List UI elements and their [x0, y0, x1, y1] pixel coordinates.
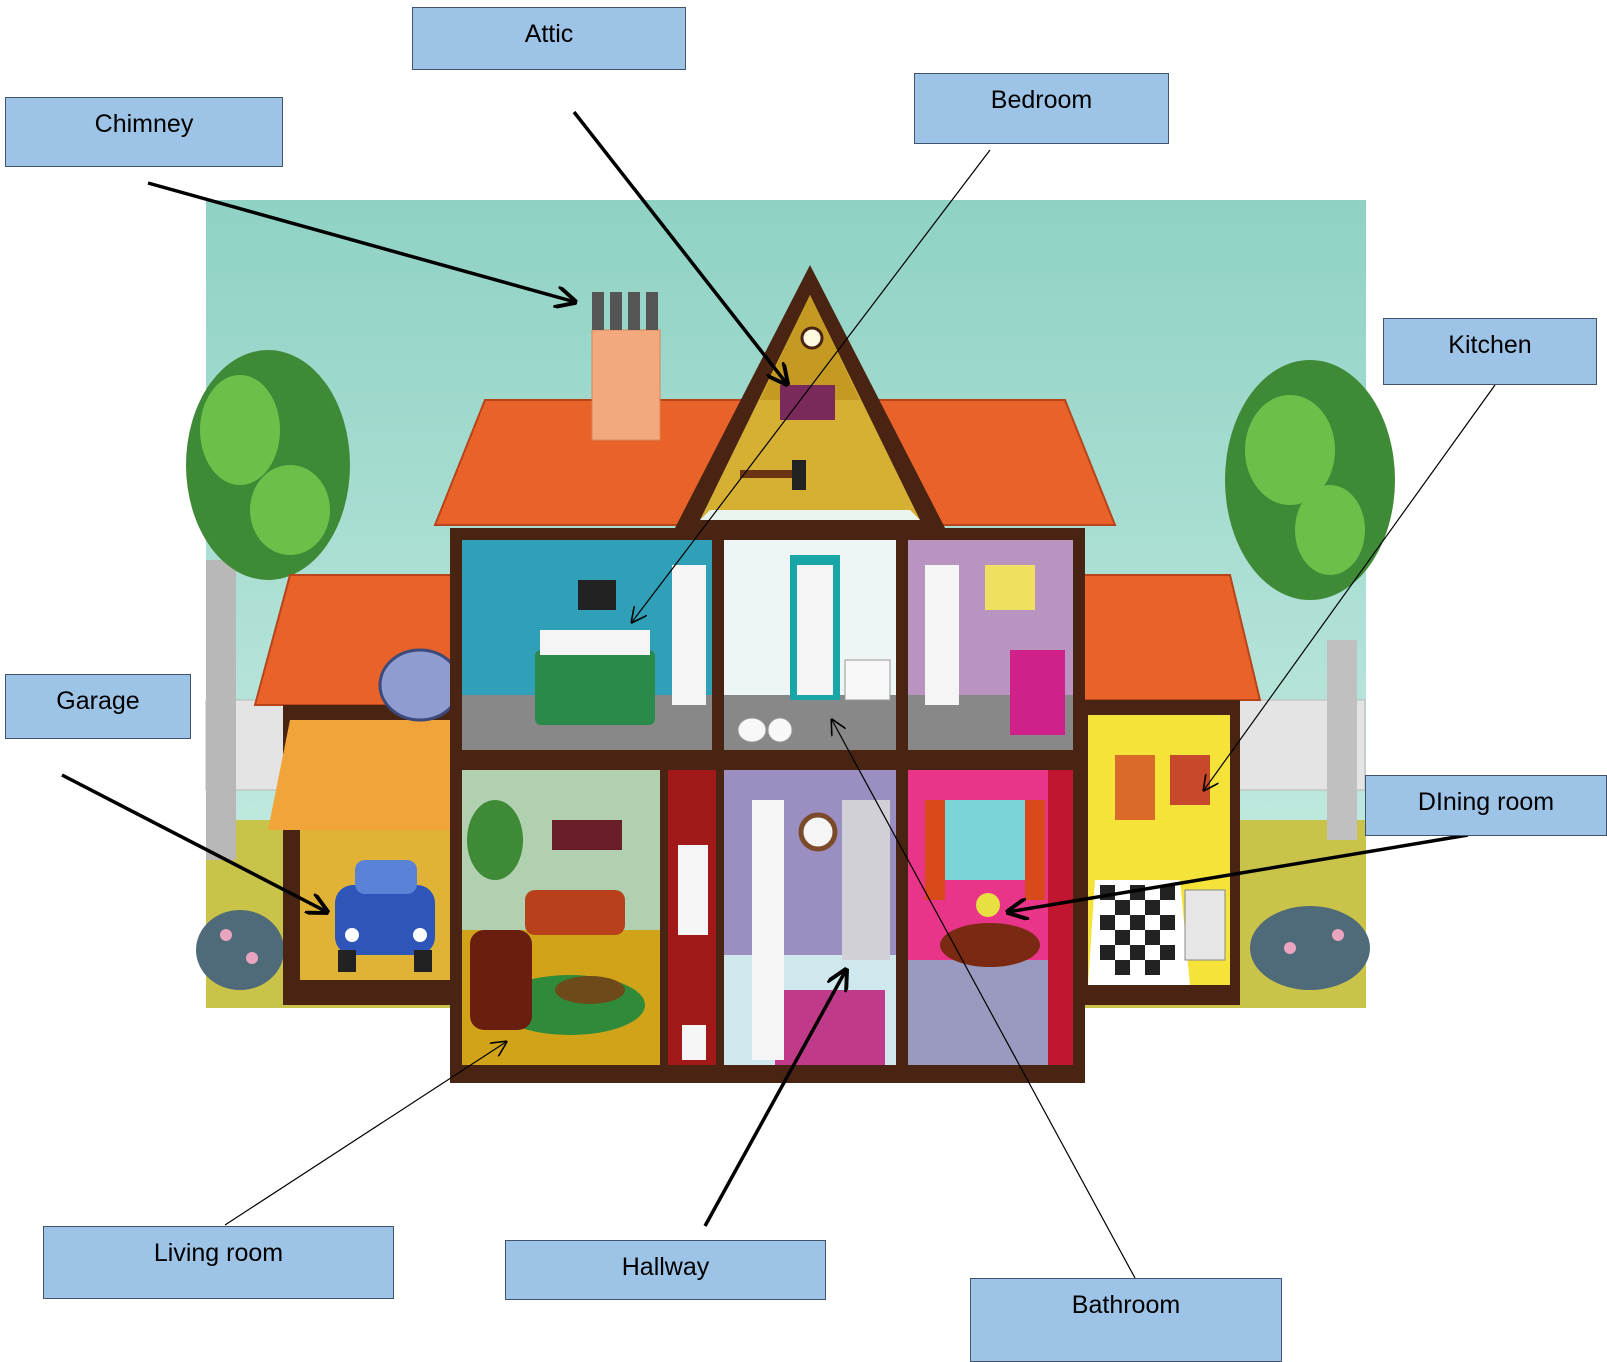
- kitchen-building: [1079, 574, 1262, 1005]
- house-illustration: [186, 200, 1395, 1083]
- label-garage: Garage: [5, 674, 191, 739]
- chimney-arrow: [147, 181, 575, 302]
- dining-room-arrow: [1008, 833, 1469, 912]
- hallway-arrow: [703, 970, 846, 1227]
- label-hallway: Hallway: [505, 1240, 826, 1300]
- bedroom-arrow: [632, 149, 991, 622]
- bathroom-arrow: [832, 720, 1136, 1279]
- label-chimney: Chimney: [5, 97, 283, 167]
- living-room-arrow: [224, 1042, 506, 1226]
- label-dining-room: DIning room: [1365, 775, 1607, 836]
- label-bathroom: Bathroom: [970, 1278, 1282, 1362]
- chimney-stack: [591, 329, 661, 441]
- chimney-pots: [592, 292, 658, 330]
- attic-arrow: [572, 110, 787, 384]
- label-attic: Attic: [412, 7, 686, 70]
- main-house: [450, 528, 1085, 1083]
- kitchen-arrow: [1204, 384, 1496, 790]
- garage-arrow: [61, 773, 327, 912]
- right-tree: [1225, 360, 1395, 840]
- left-tree: [186, 350, 350, 860]
- car: [335, 860, 435, 972]
- pointer-arrows: [61, 110, 1496, 1279]
- bushes: [196, 906, 1370, 990]
- label-bedroom: Bedroom: [914, 73, 1169, 144]
- label-kitchen: Kitchen: [1383, 318, 1597, 385]
- garage-building: [253, 574, 462, 1005]
- label-living-room: Living room: [43, 1226, 394, 1299]
- checker-floor: [1088, 880, 1190, 985]
